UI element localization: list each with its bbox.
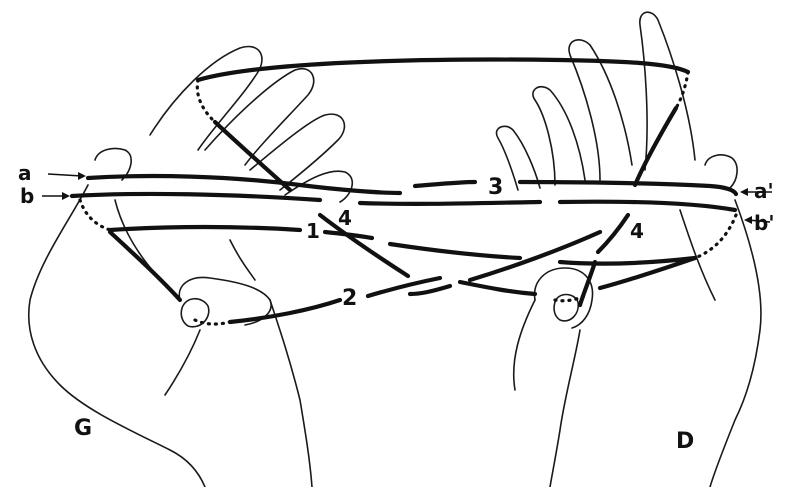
left-hand-dotted-wrap [78, 198, 112, 232]
left-palm-outline [28, 184, 206, 487]
right-palm-inner [679, 209, 716, 301]
left-hand [28, 45, 354, 487]
left-index-finger [149, 45, 263, 151]
left-wrist-line [269, 299, 313, 487]
right-hand [495, 11, 762, 487]
arrowhead-a-left [78, 172, 86, 180]
string-b-right-segment [557, 199, 738, 213]
loop-arrows [42, 172, 772, 224]
left-pinky-finger [284, 170, 354, 203]
right-pinky-finger [495, 125, 541, 191]
left-thumb-tip [94, 147, 132, 181]
label-b-left: b [20, 184, 34, 208]
left-thumb-dotted-wrap [193, 318, 232, 326]
right-thumbnail [553, 293, 580, 322]
right-hand-dotted-wrap [693, 213, 738, 260]
left-middle-finger [204, 67, 315, 166]
string-4-left-diagonal [317, 212, 411, 279]
left-palm-crease [229, 239, 256, 281]
string-1-segment-a [107, 224, 303, 233]
top-loop-string [195, 57, 691, 83]
label-string-3: 3 [488, 175, 503, 200]
arrowhead-a-right [740, 188, 748, 196]
string-2-right-segment [457, 279, 538, 297]
label-string-4-left: 4 [338, 206, 352, 230]
diagram-labels: a b a' b' 1 2 3 4 4 G D [18, 161, 774, 454]
string-2-left-segment [227, 297, 343, 325]
right-4-diagonal-lower [577, 259, 598, 308]
right-lower-strand [597, 255, 698, 291]
string-1-segment-d [557, 255, 698, 266]
right-index-hidden-string [674, 70, 690, 110]
right-palm-outline [709, 199, 762, 487]
label-string-1: 1 [306, 219, 320, 243]
label-string-4-right: 4 [630, 219, 644, 243]
right-thumb-tip [704, 154, 738, 189]
left-ring-finger [249, 113, 346, 191]
arrowhead-b-left [62, 192, 70, 200]
left-index-hidden-string [195, 78, 217, 124]
string-4-right-segment [467, 229, 603, 283]
arrow-a-left [47, 173, 83, 177]
right-thumb-base [512, 299, 536, 391]
arrowhead-b-right [744, 216, 752, 224]
string-3-right-segment [517, 179, 739, 197]
right-index-diagonal-string [632, 105, 679, 188]
string-b-left-segment [69, 191, 323, 203]
string-4-center-segment [407, 283, 453, 297]
right-middle-finger [568, 39, 633, 181]
string-3-left-segment [412, 179, 478, 189]
left-thumb-diagonal-string [107, 229, 183, 303]
right-ring-finger [532, 85, 586, 186]
label-a-left: a [18, 161, 32, 185]
right-index-finger [639, 11, 696, 171]
left-thumb-base [164, 329, 201, 396]
string-1-segment-b [322, 229, 375, 241]
left-index-diagonal-string [212, 119, 293, 193]
string-a-left-segment [85, 173, 403, 196]
string-loops [69, 57, 739, 326]
string-b-middle-segment [357, 199, 543, 206]
label-a-prime-right: a' [754, 179, 774, 203]
label-hand-left: G [74, 416, 92, 441]
label-b-prime-right: b' [754, 211, 774, 235]
right-wrist-line [549, 329, 581, 487]
right-4-diagonal-upper [595, 212, 631, 255]
label-string-2: 2 [342, 286, 357, 311]
string-2-middle-segment [365, 275, 443, 299]
right-lower-thumb [533, 267, 594, 329]
label-hand-right: D [676, 429, 694, 454]
left-thumbnail [180, 297, 210, 328]
string-1-segment-c [387, 241, 523, 261]
